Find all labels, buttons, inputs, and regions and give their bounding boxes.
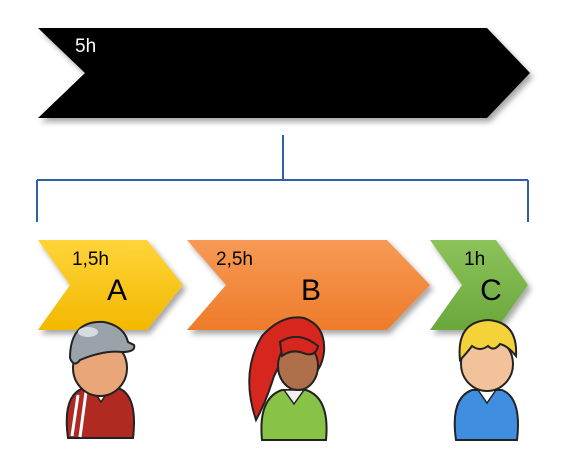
task-b-duration-label: 2,5h — [216, 249, 253, 270]
task-a-duration-label: 1,5h — [72, 249, 109, 270]
person-blonde-icon — [453, 318, 519, 441]
task-chevron-c: 1h C — [430, 240, 528, 330]
person-red-hair-icon — [248, 316, 328, 441]
task-c-letter: C — [480, 274, 502, 307]
total-duration-label: 5h — [75, 36, 96, 57]
task-c-duration-label: 1h — [464, 249, 485, 270]
person-gray-cap-icon — [65, 320, 136, 439]
task-a-letter: A — [107, 274, 127, 307]
task-b-letter: B — [301, 274, 321, 307]
total-chevron: 5h — [38, 28, 530, 118]
task-chevron-a: 1,5h A — [38, 240, 183, 330]
task-chevron-b: 2,5h B — [187, 240, 430, 330]
connector-bracket — [36, 135, 529, 222]
